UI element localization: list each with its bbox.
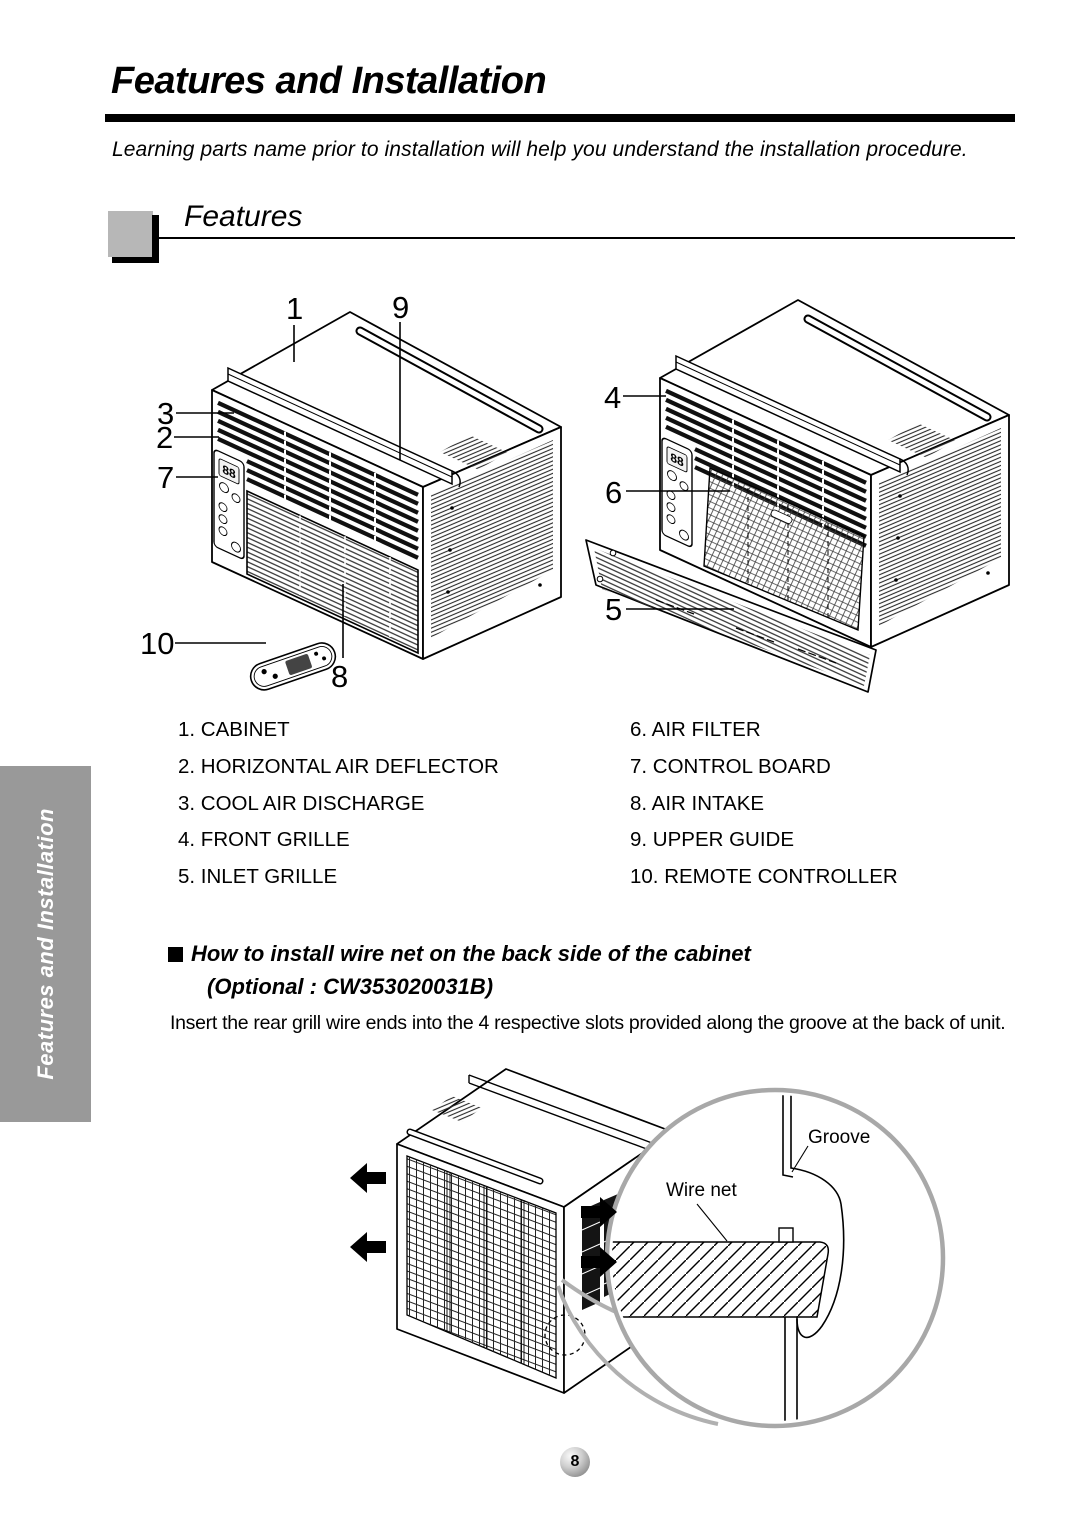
section-heading-rule <box>159 237 1015 239</box>
ac-unit-open-view <box>585 300 1009 693</box>
section-heading-bar <box>152 215 159 263</box>
wire-net-heading-line2: (Optional : CW353020031B) <box>207 974 494 999</box>
wire-net-cross-section <box>612 1241 830 1318</box>
ac-unit-front-view <box>212 312 561 691</box>
black-square-bullet-icon <box>168 947 183 962</box>
callout-3-cool-air-discharge: 3 <box>157 396 175 431</box>
section-heading-square-shadow <box>112 257 158 263</box>
parts-list-item: 10. REMOTE CONTROLLER <box>630 865 898 889</box>
air-intake-grille <box>246 489 419 655</box>
page-number-badge: 8 <box>560 1447 590 1477</box>
parts-list-item: 7. CONTROL BOARD <box>630 754 831 778</box>
callout-4-front-grille: 4 <box>604 380 622 415</box>
parts-list-item: 1. CABINET <box>178 718 290 741</box>
page-title: Features and Installation <box>111 60 547 102</box>
parts-list-item: 8. AIR INTAKE <box>630 791 765 815</box>
parts-list-item: 9. UPPER GUIDE <box>630 828 795 852</box>
callout-7-control-board: 7 <box>157 460 175 495</box>
callout-5-inlet-grille: 5 <box>605 592 623 627</box>
parts-list-item: 4. FRONT GRILLE <box>178 828 350 852</box>
intro-text: Learning parts name prior to installatio… <box>112 138 968 161</box>
wire-net-heading-line1: How to install wire net on the back side… <box>191 941 751 966</box>
parts-list-item: 6. AIR FILTER <box>630 718 761 741</box>
callout-2-horizontal-air-deflector: 2 <box>156 420 174 455</box>
section-heading: Features <box>184 200 303 233</box>
air-filter-mesh <box>703 466 865 632</box>
wire-net-label: Wire net <box>666 1180 737 1201</box>
inlet-grille-open-tray <box>585 539 877 693</box>
wire-net-install-diagram <box>350 1068 946 1429</box>
sidebar-chapter-tab-label: Features and Installation <box>32 808 58 1080</box>
wire-net-body-text: Insert the rear grill wire ends into the… <box>170 1012 1006 1034</box>
parts-list-item: 3. COOL AIR DISCHARGE <box>178 791 425 815</box>
title-underline-rule <box>105 114 1015 122</box>
callout-10-remote-controller: 10 <box>140 626 175 661</box>
callout-leader-lines <box>174 322 734 658</box>
callout-1-cabinet: 1 <box>286 291 304 326</box>
magnifier-detail-circle <box>604 1087 946 1429</box>
callout-8-air-intake: 8 <box>331 659 349 694</box>
sidebar-chapter-tab: Features and Installation <box>0 766 91 1122</box>
parts-list-item: 5. INLET GRILLE <box>178 865 338 889</box>
parts-list-right-column: 6. AIR FILTER 7. CONTROL BOARD 8. AIR IN… <box>630 712 898 896</box>
callout-6-air-filter: 6 <box>605 475 623 510</box>
parts-list-left-column: 1. CABINET 2. HORIZONTAL AIR DEFLECTOR 3… <box>178 712 499 896</box>
parts-list-item: 2. HORIZONTAL AIR DEFLECTOR <box>178 754 499 778</box>
callout-9-upper-guide: 9 <box>392 290 410 325</box>
remote-controller-drawing <box>249 642 337 691</box>
section-heading-square <box>108 211 153 257</box>
groove-label: Groove <box>808 1127 871 1148</box>
